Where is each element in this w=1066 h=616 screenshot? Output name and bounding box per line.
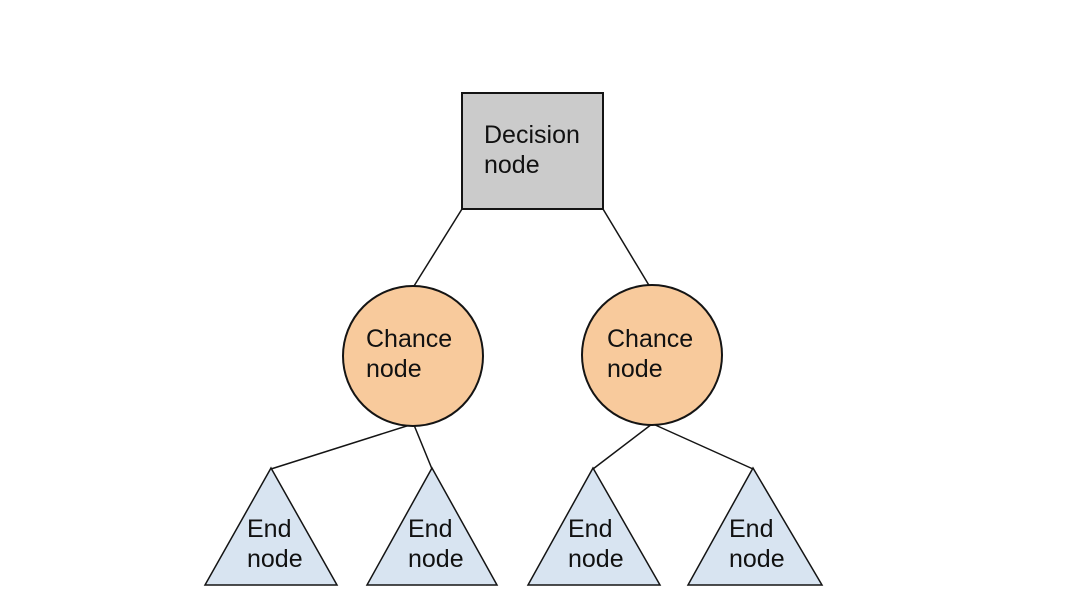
chance-node-left-label: Chance node <box>366 324 452 384</box>
end-node-4-label-line1: End <box>729 515 774 543</box>
chance-node-right-label-line2: node <box>607 355 663 383</box>
chance-node-left-shape <box>342 285 484 427</box>
end-node-1-label: End node <box>247 514 303 574</box>
edge-chance-left-to-end-2 <box>413 424 433 470</box>
edge-chance-right-to-end-4 <box>652 423 754 470</box>
end-node-4-shape <box>686 466 824 586</box>
end-node-1-label-line1: End <box>247 515 292 543</box>
end-node-3-label: End node <box>568 514 624 574</box>
chance-node-right-shape <box>581 284 723 426</box>
end-node-1-label-line2: node <box>247 545 303 573</box>
chance-node-right-label-line1: Chance <box>607 325 694 353</box>
edge-decision-to-chance-right <box>602 208 651 288</box>
decision-node-label-line1: Decision <box>484 121 580 149</box>
end-node-2-label-line1: End <box>408 515 453 543</box>
decision-node-label-line2: node <box>484 151 540 179</box>
edge-chance-right-to-end-3 <box>592 423 653 470</box>
end-node-2-label: End node <box>408 514 464 574</box>
chance-node-left-label-line1: Chance <box>366 325 453 353</box>
edge-decision-to-chance-left <box>413 208 463 287</box>
end-node-3-label-line1: End <box>568 515 613 543</box>
end-node-3-shape <box>526 466 662 586</box>
end-node-1-shape <box>203 466 339 586</box>
end-node-4-label: End node <box>729 514 785 574</box>
end-node-2-shape <box>365 466 499 586</box>
edge-chance-left-to-end-1 <box>270 423 414 470</box>
end-node-3-label-line2: node <box>568 545 624 573</box>
end-node-4-label-line2: node <box>729 545 785 573</box>
decision-node-shape <box>461 92 604 210</box>
chance-node-left-label-line2: node <box>366 355 422 383</box>
chance-node-right-label: Chance node <box>607 324 693 384</box>
end-node-2-label-line2: node <box>408 545 464 573</box>
decision-node-label: Decision node <box>484 120 580 180</box>
